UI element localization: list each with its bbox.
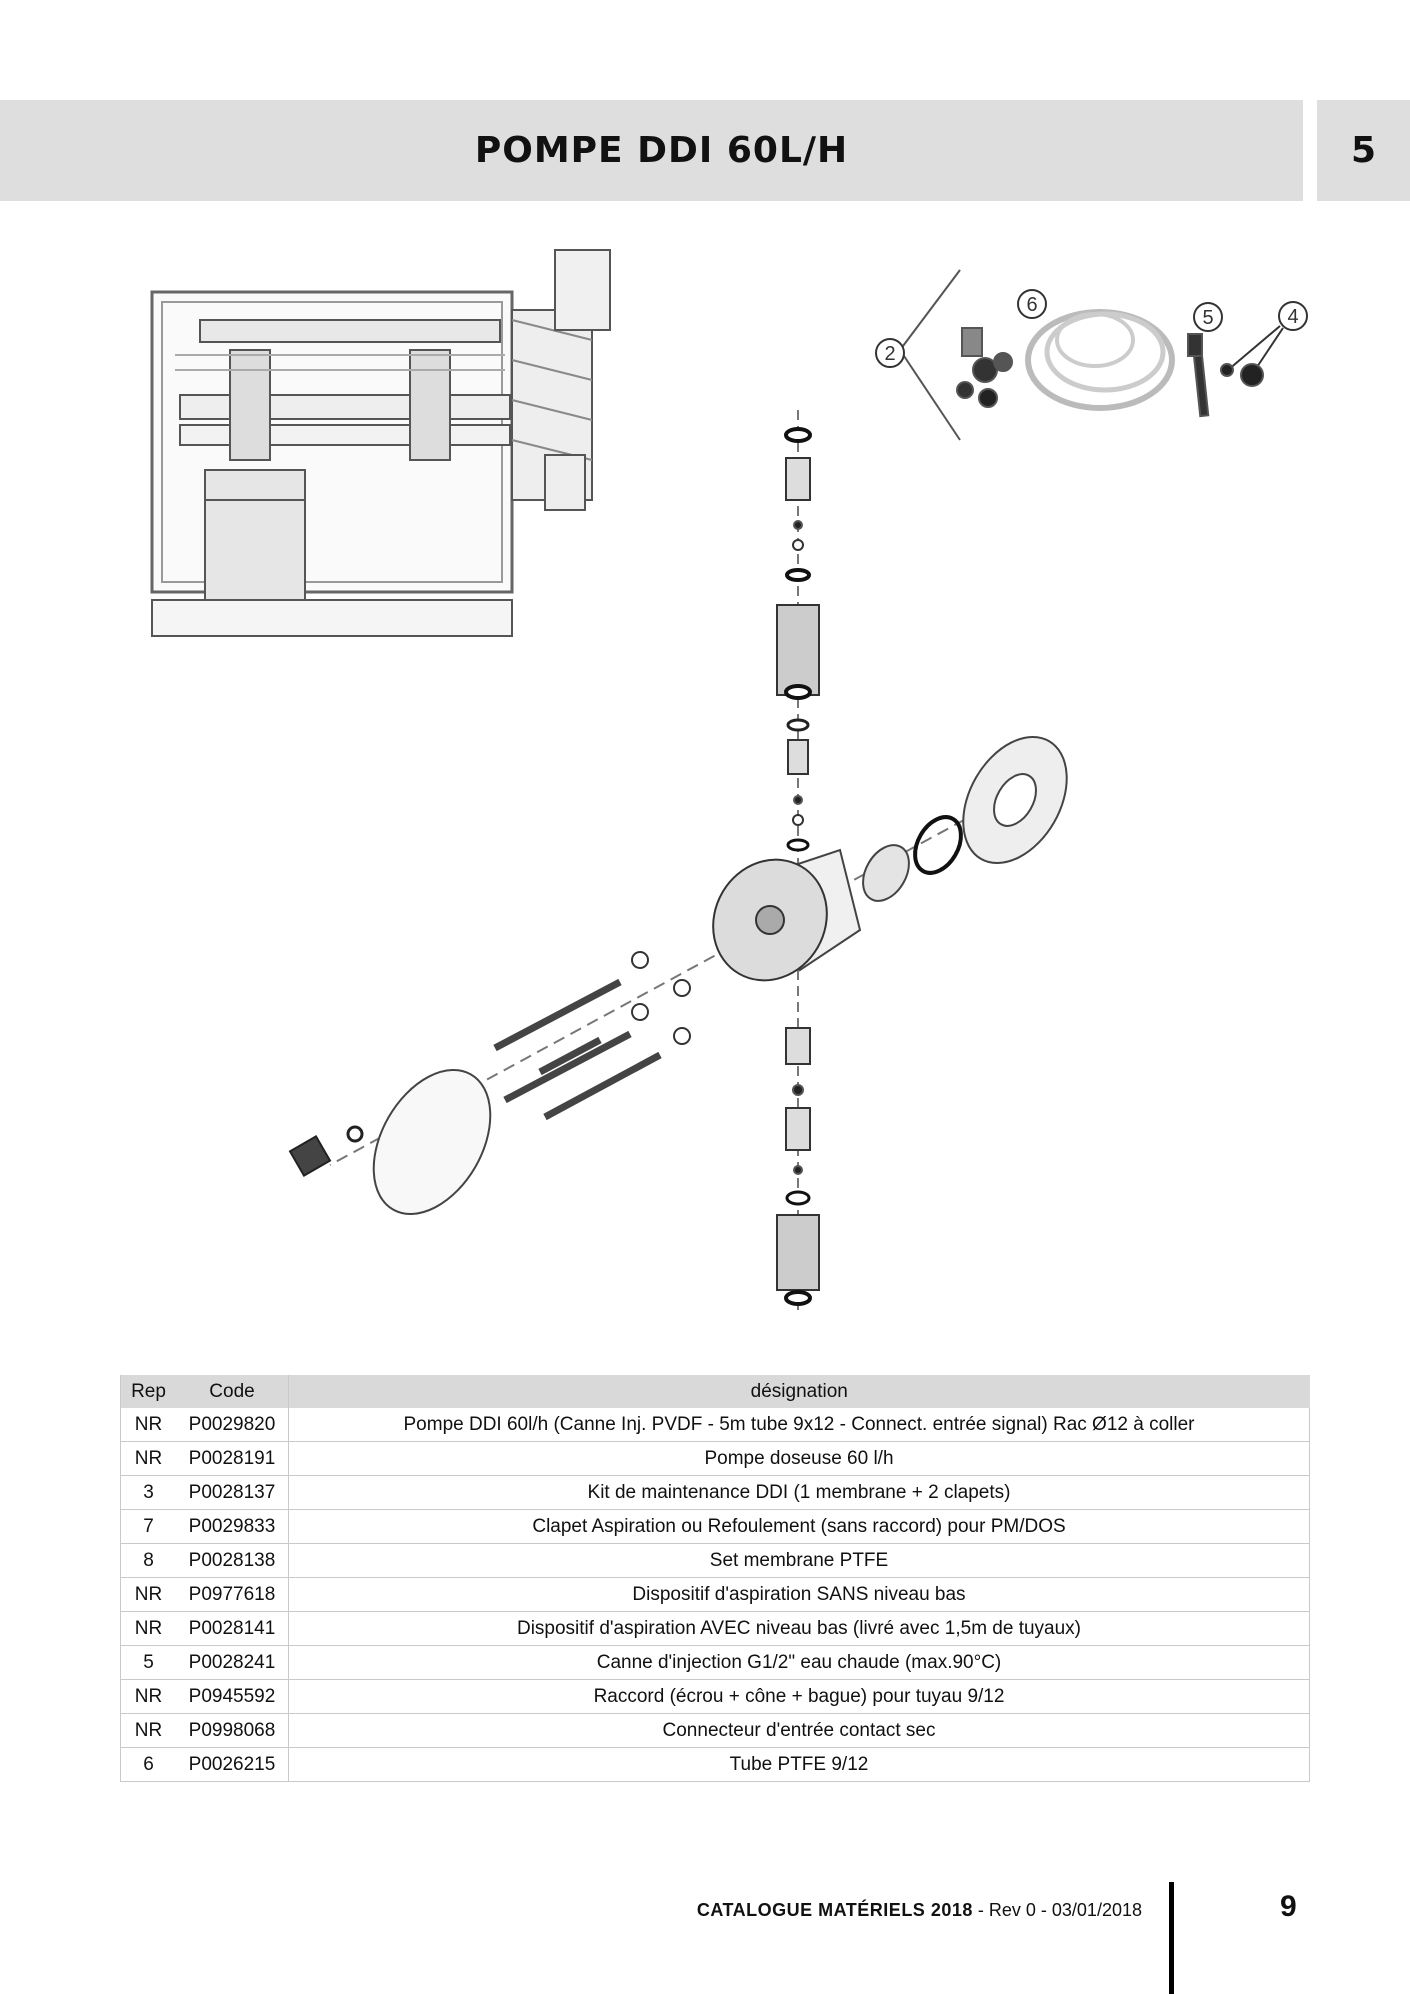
table-row: NR P0998068 Connecteur d'entrée contact …: [120, 1713, 1310, 1748]
cell-designation: Dispositif d'aspiration SANS niveau bas: [288, 1577, 1310, 1612]
cell-designation: Tube PTFE 9/12: [288, 1747, 1310, 1782]
table-row: NR P0945592 Raccord (écrou + cône + bagu…: [120, 1679, 1310, 1714]
pump-cutaway-illustration: [150, 249, 611, 637]
cell-designation: Clapet Aspiration ou Refoulement (sans r…: [288, 1509, 1310, 1544]
cell-code: P0028241: [176, 1645, 289, 1680]
cell-designation: Kit de maintenance DDI (1 membrane + 2 c…: [288, 1475, 1310, 1510]
cell-code: P0028191: [176, 1441, 289, 1476]
section-number: 5: [1317, 100, 1410, 201]
cell-code: P0028138: [176, 1543, 289, 1578]
cell-code: P0028141: [176, 1611, 289, 1646]
cell-rep: NR: [120, 1577, 176, 1612]
table-row: 3 P0028137 Kit de maintenance DDI (1 mem…: [120, 1475, 1310, 1510]
cell-rep: NR: [120, 1611, 176, 1646]
footer-divider: [1169, 1882, 1174, 1994]
cell-rep: NR: [120, 1408, 176, 1442]
table-row: 5 P0028241 Canne d'injection G1/2" eau c…: [120, 1645, 1310, 1680]
cell-designation: Dispositif d'aspiration AVEC niveau bas …: [288, 1611, 1310, 1646]
exploded-view-drawing: 2 6 5 4: [0, 230, 1410, 1340]
page-title: POMPE DDI 60L/H: [474, 130, 849, 171]
pump-head-illustration: [288, 735, 1068, 1216]
valve-stack-illustration: [776, 410, 820, 1310]
cell-designation: Canne d'injection G1/2" eau chaude (max.…: [288, 1645, 1310, 1680]
cell-code: P0998068: [176, 1713, 289, 1748]
cell-code: P0029833: [176, 1509, 289, 1544]
table-row: NR P0977618 Dispositif d'aspiration SANS…: [120, 1577, 1310, 1612]
callout-6: 6: [1026, 294, 1037, 316]
cell-rep: 6: [120, 1747, 176, 1782]
cell-code: P0977618: [176, 1577, 289, 1612]
table-row: NR P0028141 Dispositif d'aspiration AVEC…: [120, 1611, 1310, 1646]
cell-code: P0029820: [176, 1408, 289, 1442]
cell-designation: Set membrane PTFE: [288, 1543, 1310, 1578]
cell-designation: Pompe DDI 60l/h (Canne Inj. PVDF - 5m tu…: [288, 1408, 1310, 1442]
cell-designation: Raccord (écrou + cône + bague) pour tuya…: [288, 1679, 1310, 1714]
page-number: 9: [1280, 1890, 1297, 1923]
callout-2: 2: [884, 343, 895, 365]
footer-catalogue: CATALOGUE MATÉRIELS 2018: [696, 1900, 973, 1920]
table-row: 8 P0028138 Set membrane PTFE: [120, 1543, 1310, 1578]
accessories-illustration: 2 6 5 4: [875, 269, 1308, 441]
footer-text: CATALOGUE MATÉRIELS 2018 - Rev 0 - 03/01…: [697, 1900, 1142, 1921]
footer-revision: - Rev 0 - 03/01/2018: [977, 1900, 1142, 1920]
table-header-row: Rep Code désignation: [120, 1375, 1310, 1408]
header-rep: Rep: [120, 1375, 176, 1408]
table-row: 6 P0026215 Tube PTFE 9/12: [120, 1747, 1310, 1782]
cell-code: P0026215: [176, 1747, 289, 1782]
cell-rep: 8: [120, 1543, 176, 1578]
cell-designation: Pompe doseuse 60 l/h: [288, 1441, 1310, 1476]
table-row: NR P0028191 Pompe doseuse 60 l/h: [120, 1441, 1310, 1476]
parts-table: Rep Code désignation NR P0029820 Pompe D…: [120, 1375, 1310, 1782]
cell-rep: NR: [120, 1441, 176, 1476]
cell-code: P0028137: [176, 1475, 289, 1510]
callout-5: 5: [1202, 307, 1213, 329]
callout-4: 4: [1287, 306, 1298, 328]
header-band: POMPE DDI 60L/H: [0, 100, 1303, 201]
cell-designation: Connecteur d'entrée contact sec: [288, 1713, 1310, 1748]
cell-rep: 7: [120, 1509, 176, 1544]
cell-code: P0945592: [176, 1679, 289, 1714]
cell-rep: 5: [120, 1645, 176, 1680]
header-designation: désignation: [288, 1375, 1310, 1408]
table-row: NR P0029820 Pompe DDI 60l/h (Canne Inj. …: [120, 1408, 1310, 1442]
header-code: Code: [176, 1375, 289, 1408]
cell-rep: NR: [120, 1713, 176, 1748]
table-row: 7 P0029833 Clapet Aspiration ou Refoulem…: [120, 1509, 1310, 1544]
cell-rep: NR: [120, 1679, 176, 1714]
cell-rep: 3: [120, 1475, 176, 1510]
